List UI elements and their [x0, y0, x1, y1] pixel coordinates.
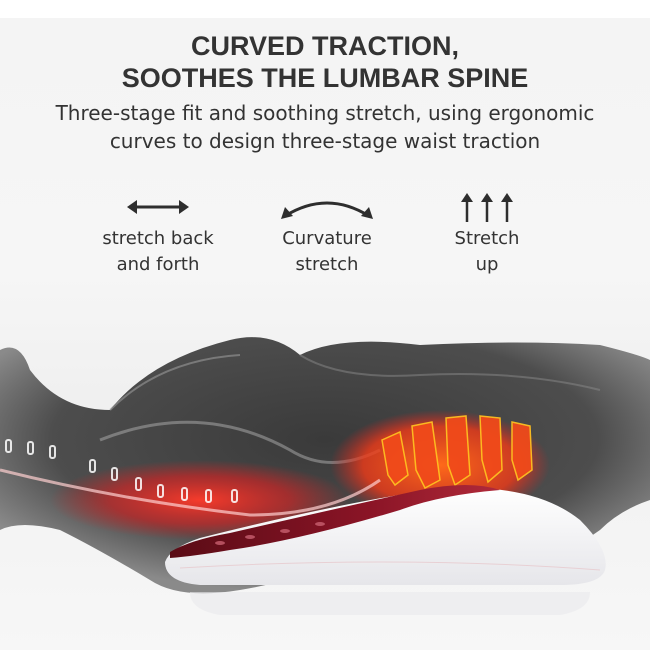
subtitle-line-1: Three-stage fit and soothing stretch, us… — [55, 101, 595, 125]
headline-line-1: CURVED TRACTION, — [190, 31, 459, 61]
headline-line-2: SOOTHES THE LUMBAR SPINE — [121, 63, 529, 93]
feature-stretch-back-forth: stretch back and forth — [88, 192, 228, 278]
double-arrow-horizontal-icon — [127, 200, 189, 214]
device-nodes — [215, 522, 325, 545]
feature-stretch-up: Stretch up — [432, 192, 542, 278]
feature-label-line-1: Curvature — [282, 228, 372, 249]
feature-curvature-stretch: Curvature stretch — [262, 192, 392, 278]
curved-double-arrow-icon — [281, 201, 373, 219]
thoracic-vertebrae — [5, 439, 238, 503]
device-shell — [165, 488, 606, 585]
lumbar-traction-device — [165, 485, 606, 615]
triple-up-arrow-icon — [461, 193, 513, 222]
feature-label-line-2: up — [475, 254, 499, 275]
spine-traction-illustration — [0, 337, 650, 615]
feature-label-line-1: stretch back — [102, 228, 214, 249]
feature-label-line-2: stretch — [295, 254, 359, 275]
feature-label-line-2: and forth — [116, 254, 200, 275]
lumbar-vertebrae — [381, 415, 533, 490]
device-top-surface — [170, 485, 500, 558]
feature-label-line-1: Stretch — [454, 228, 520, 249]
subtitle-line-2: curves to design three-stage waist tract… — [109, 129, 541, 153]
